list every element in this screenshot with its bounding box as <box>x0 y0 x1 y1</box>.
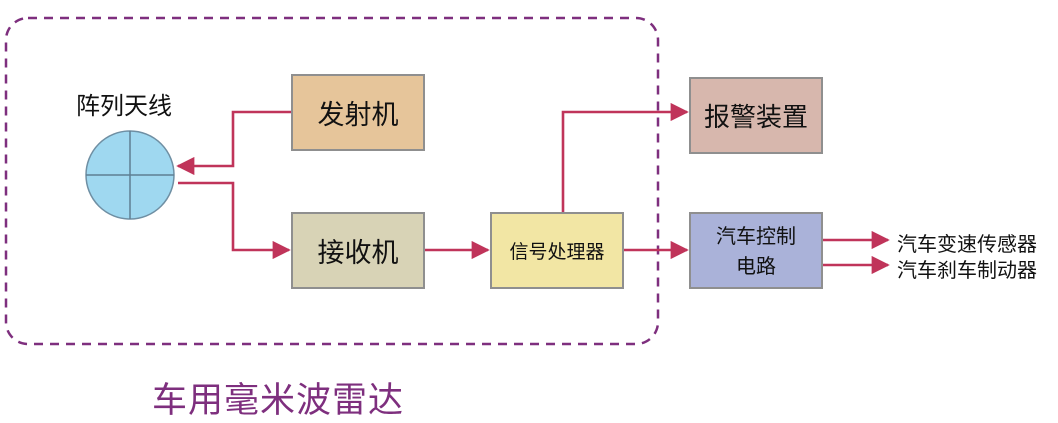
output-speed-sensor-label: 汽车变速传感器 <box>897 232 1037 256</box>
antenna-label: 阵列天线 <box>76 92 172 120</box>
system-title: 车用毫米波雷达 <box>152 381 405 421</box>
car-control-circuit-block: 汽车控制电路 <box>689 212 823 289</box>
arrow-antenna-to-receiver <box>178 181 291 260</box>
arrow-transmitter-to-antenna <box>176 110 291 176</box>
alarm-device-block: 报警装置 <box>689 77 823 154</box>
transmitter-label: 发射机 <box>317 100 399 131</box>
signal-processor-block: 信号处理器 <box>490 212 624 289</box>
array-antenna-icon <box>85 130 175 220</box>
transmitter-block: 发射机 <box>291 74 425 151</box>
receiver-block: 接收机 <box>291 212 425 289</box>
output-brake-actuator-label: 汽车刹车制动器 <box>897 258 1037 282</box>
signal-processor-label: 信号处理器 <box>509 241 605 263</box>
radar-system-boundary <box>4 16 660 346</box>
alarm-device-label: 报警装置 <box>703 103 808 133</box>
car-control-circuit-label: 汽车控制电路 <box>716 223 796 278</box>
arrow-processor-to-alarm <box>561 102 689 212</box>
receiver-label: 接收机 <box>317 238 399 269</box>
